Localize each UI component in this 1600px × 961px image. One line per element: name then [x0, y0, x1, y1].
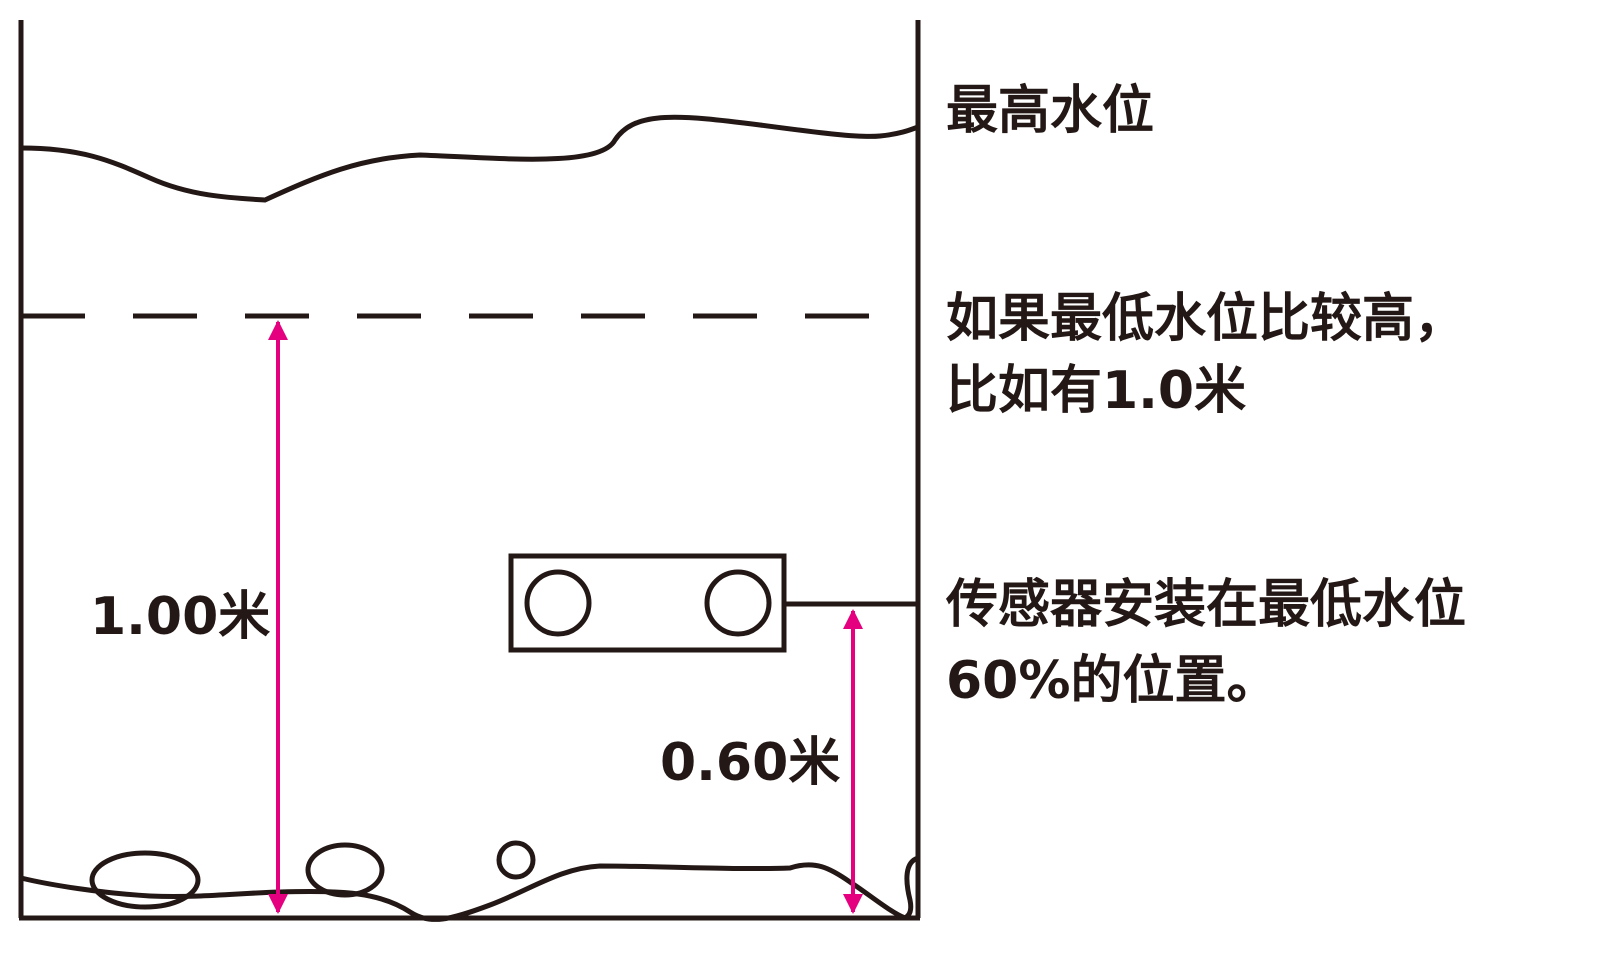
min-level-height-label: 1.00米 — [90, 587, 270, 647]
sensor-box-icon — [508, 553, 787, 653]
pebble-medium — [305, 842, 385, 898]
bottom-sediment-contour — [20, 862, 907, 922]
min-water-level-label-line1: 如果最低水位比较高， — [946, 289, 1466, 349]
max-water-surface — [20, 114, 919, 203]
sensor-install-label-line1: 传感器安装在最低水位 — [945, 575, 1466, 635]
sensor-install-label-line2: 60%的位置。 — [946, 651, 1278, 711]
bottom-right-corner-curve — [903, 855, 920, 921]
pebble-large — [89, 850, 201, 910]
sensor-height-label: 0.60米 — [660, 733, 840, 793]
min-water-level-label-line2: 比如有1.0米 — [946, 361, 1246, 421]
pebble-small — [496, 840, 536, 880]
max-water-level-label: 最高水位 — [946, 81, 1154, 141]
